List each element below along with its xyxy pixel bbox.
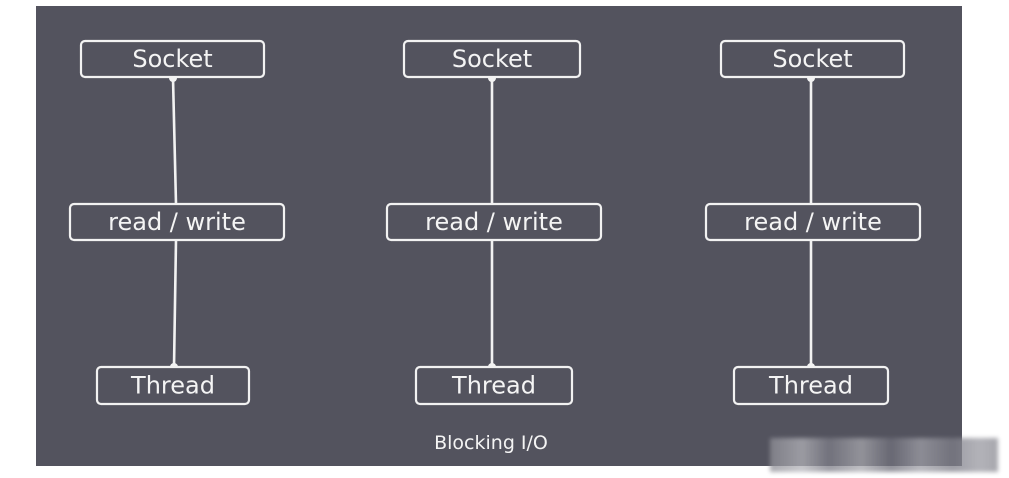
- socket-label-2: Socket: [452, 45, 532, 73]
- readwrite-node-1: read / write: [68, 202, 286, 242]
- readwrite-node-2: read / write: [385, 202, 603, 242]
- socket-node-2: Socket: [402, 39, 582, 79]
- socket-node-3: Socket: [719, 39, 906, 79]
- diagram-caption: Blocking I/O: [434, 432, 548, 454]
- socket-node-1: Socket: [79, 39, 266, 79]
- thread-label-2: Thread: [451, 372, 536, 400]
- readwrite-label-3: read / write: [744, 208, 882, 236]
- thread-column-2: Socket read / write Thread: [385, 39, 603, 406]
- thread-node-2: Thread: [414, 365, 574, 406]
- diagram-canvas: Socket read / write Thread Socket: [36, 6, 998, 472]
- thread-label-1: Thread: [130, 372, 215, 400]
- thread-label-3: Thread: [768, 372, 853, 400]
- blocking-io-diagram: Socket read / write Thread Socket: [68, 39, 922, 454]
- thread-column-3: Socket read / write Thread: [704, 39, 922, 406]
- thread-column-1: Socket read / write Thread: [68, 39, 286, 406]
- socket-label-3: Socket: [772, 45, 852, 73]
- blurred-watermark: [770, 438, 998, 472]
- readwrite-label-1: read / write: [108, 208, 246, 236]
- socket-label-1: Socket: [132, 45, 212, 73]
- readwrite-node-3: read / write: [704, 202, 922, 242]
- readwrite-label-2: read / write: [425, 208, 563, 236]
- connector-readwrite-to-thread-1: [172, 239, 178, 368]
- thread-node-1: Thread: [95, 365, 251, 406]
- thread-node-3: Thread: [732, 365, 890, 406]
- connector-socket-to-readwrite-1: [171, 77, 178, 205]
